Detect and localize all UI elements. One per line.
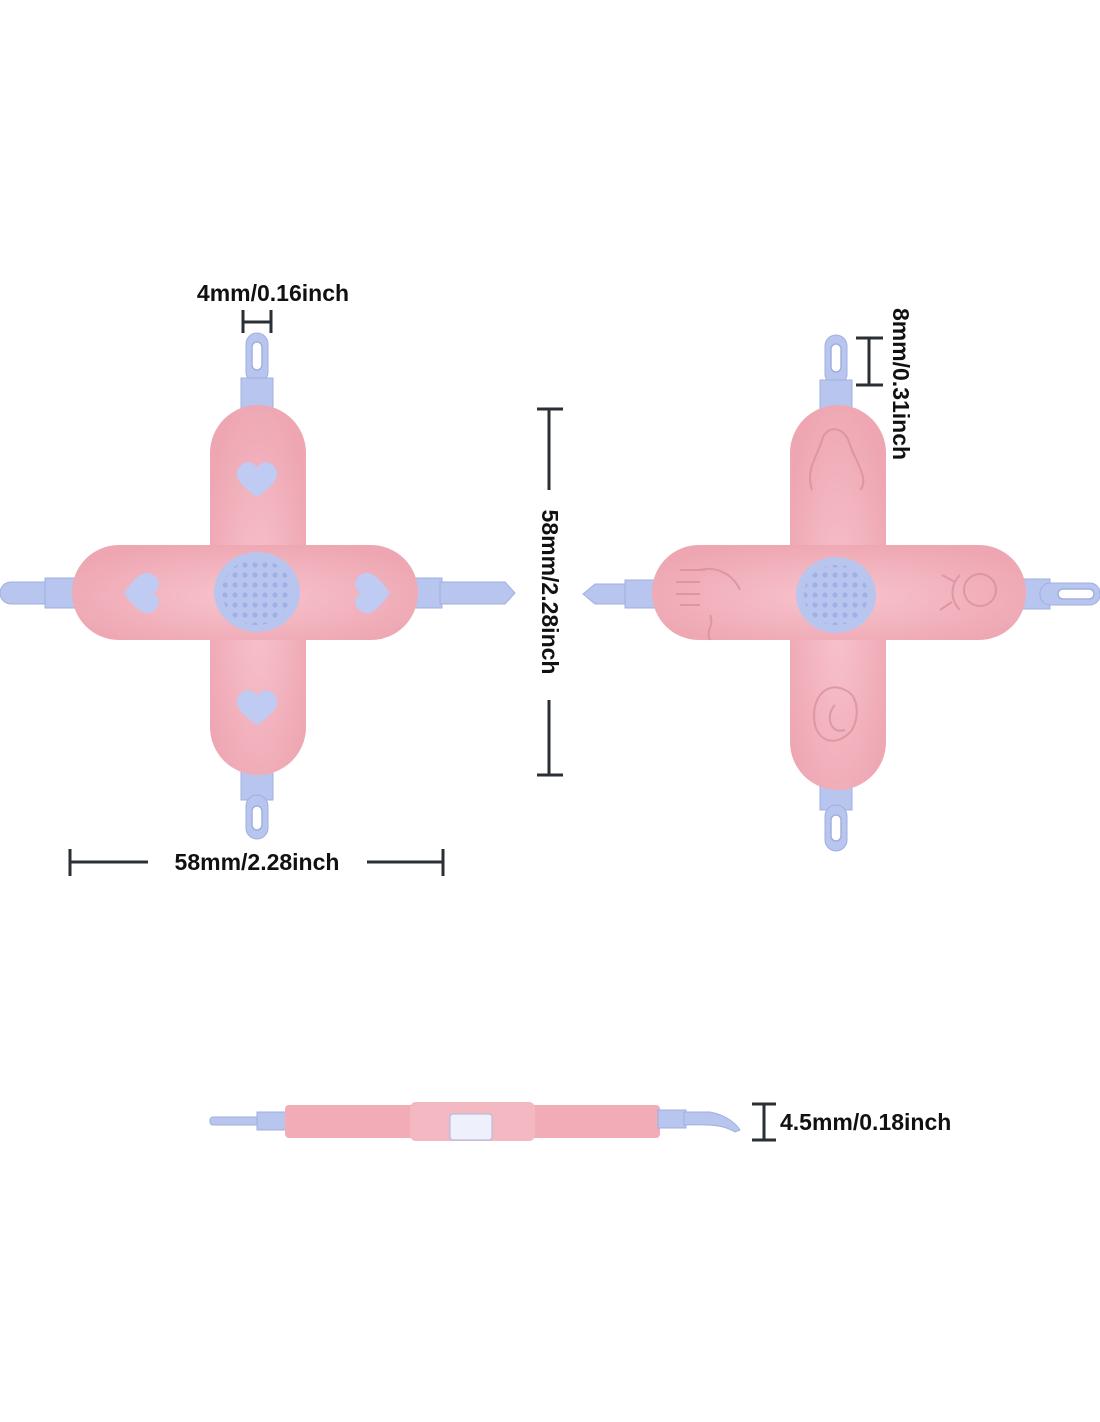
heart-icon	[355, 572, 390, 614]
back-bottom-tip	[819, 784, 853, 852]
tip-length-dimension: 8mm/0.31inch	[856, 308, 914, 460]
side-switch	[449, 1113, 493, 1141]
width-dimension: 58mm/2.28inch	[68, 849, 445, 876]
back-view	[582, 334, 1100, 852]
width-label: 58mm/2.28inch	[175, 849, 340, 875]
front-top-tip	[240, 332, 274, 411]
tip-width-dimension: 4mm/0.16inch	[197, 280, 349, 333]
center-massage-pad	[214, 552, 300, 632]
front-left-tip	[0, 577, 78, 609]
hand-icon	[676, 567, 741, 641]
baby-face-icon	[939, 573, 997, 611]
front-view	[0, 332, 516, 840]
nose-icon	[809, 428, 865, 491]
back-right-tip	[1017, 578, 1100, 610]
ear-icon	[813, 686, 858, 742]
height-dimension: 58mm/2.28inch	[537, 407, 563, 777]
thickness-dimension: 4.5mm/0.18inch	[752, 1102, 951, 1142]
tip-width-label: 4mm/0.16inch	[197, 280, 349, 306]
thickness-label: 4.5mm/0.18inch	[780, 1109, 951, 1135]
tip-length-label: 8mm/0.31inch	[888, 308, 914, 460]
front-right-tip	[411, 577, 516, 609]
side-view	[209, 1102, 741, 1141]
back-left-tip	[582, 579, 658, 609]
height-label: 58mm/2.28inch	[537, 510, 563, 675]
center-massage-pad	[796, 557, 876, 633]
heart-icon	[236, 462, 278, 497]
heart-icon	[236, 690, 278, 725]
heart-icon	[124, 572, 159, 614]
front-bottom-tip	[240, 769, 274, 840]
back-top-tip	[819, 334, 853, 411]
